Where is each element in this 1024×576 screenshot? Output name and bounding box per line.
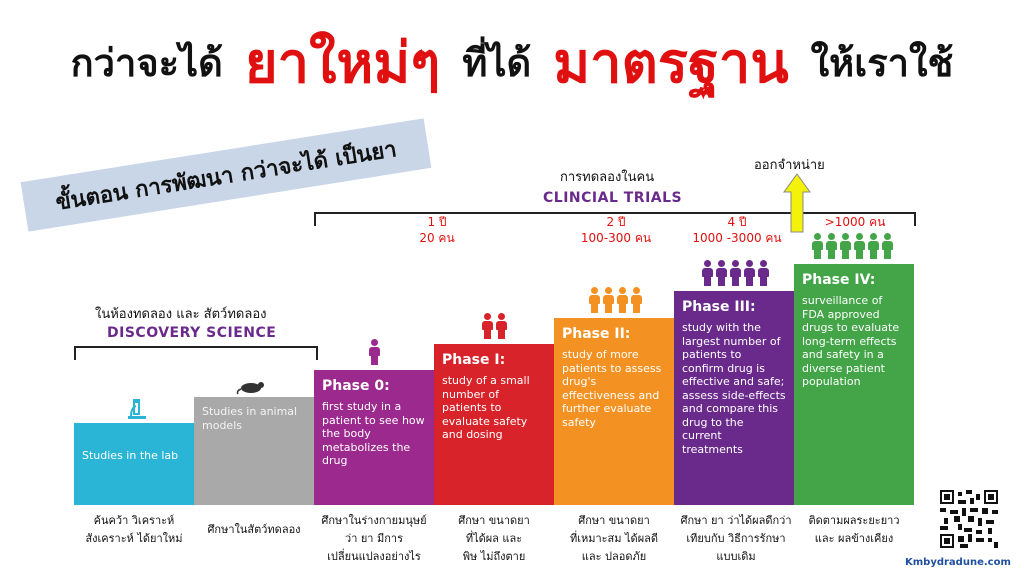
step-desc: first study in a patient to see how the … <box>322 400 425 467</box>
microscope-icon <box>128 399 146 419</box>
step-desc: surveillance of FDA approved drugs to ev… <box>802 294 900 388</box>
caption-line: ศึกษาในสัตว์ทดลอง <box>207 523 301 536</box>
step-desc: study of more patients to assess drug's … <box>562 348 662 429</box>
person-icon <box>867 233 879 259</box>
caption-line: เปลี่ยนแปลงอย่างไร <box>327 550 421 563</box>
people-group-phase-1 <box>480 313 508 339</box>
caption-line: ศึกษา ยา ว่าได้ผลดีกว่า <box>680 514 792 527</box>
caption-line: ว่า ยา มีการ <box>345 532 403 545</box>
duration-people: 100-300 คน <box>580 231 652 245</box>
step-animal: Studies in animal models <box>194 397 314 505</box>
people-group-phase-0 <box>367 339 381 365</box>
person-icon <box>368 339 380 365</box>
duration-phase-2: 2 ปี 100-300 คน <box>566 214 666 246</box>
people-group-phase-4 <box>810 233 894 259</box>
caption-line: ที่ได้ผล และ <box>465 532 523 545</box>
title-part-1: กว่าจะได้ <box>70 40 223 85</box>
person-icon <box>881 233 893 259</box>
release-label: ออกจำหน่าย <box>754 158 825 173</box>
phase-title: Phase I: <box>442 352 506 368</box>
people-group-phase-3 <box>700 260 770 286</box>
duration-phase-3: 4 ปี 1000 -3000 คน <box>682 214 792 246</box>
website-label: Kmbydradune.com <box>905 557 1011 568</box>
step-desc: Studies in animal models <box>202 405 298 432</box>
clinical-bracket <box>314 212 916 226</box>
step-phase-1: Phase I: study of a small number of pati… <box>434 344 554 505</box>
phase-title: Phase II: <box>562 326 631 342</box>
caption-line: และ ปลอดภัย <box>581 550 647 563</box>
title-part-2: ยาใหม่ๆ <box>244 30 441 96</box>
duration-phase-4: >1000 คน <box>800 214 910 230</box>
step-desc: study with the largest number of patient… <box>682 321 786 456</box>
caption-line: เทียบกับ วิธีการรักษา <box>686 532 786 545</box>
duration-people: 1000 -3000 คน <box>692 231 782 245</box>
person-icon <box>757 260 769 286</box>
caption-line: สังเคราะห์ ได้ยาใหม่ <box>85 532 183 545</box>
duration-years: 4 ปี <box>727 215 747 229</box>
caption-phase-2: ศึกษา ขนาดยา ที่เหมาะสม ได้ผลดี และ ปลอด… <box>554 512 674 566</box>
caption-line: ค้นคว้า วิเคราะห์ <box>93 514 175 527</box>
caption-phase-0: ศึกษาในร่างกายมนุษย์ ว่า ยา มีการ เปลี่ย… <box>314 512 434 566</box>
caption-lab: ค้นคว้า วิเคราะห์ สังเคราะห์ ได้ยาใหม่ <box>74 512 194 548</box>
title-part-4: มาตรฐาน <box>553 30 789 96</box>
person-icon <box>630 287 642 313</box>
mouse-icon <box>236 382 264 395</box>
duration-phase-1: 1 ปี 20 คน <box>392 214 482 246</box>
person-icon <box>729 260 741 286</box>
caption-phase-3: ศึกษา ยา ว่าได้ผลดีกว่า เทียบกับ วิธีการ… <box>674 512 798 566</box>
qr-code-icon <box>940 490 998 548</box>
caption-line: ศึกษา ขนาดยา <box>458 514 530 527</box>
caption-phase-4: ติดตามผลระยะยาว และ ผลข้างเคียง <box>794 512 914 548</box>
arrow-up-icon <box>783 173 811 233</box>
caption-animal: ศึกษาในสัตว์ทดลอง <box>194 521 314 539</box>
phase-title: Phase IV: <box>802 272 876 288</box>
title-part-3: ที่ได้ <box>462 40 532 85</box>
caption-line: ที่เหมาะสม ได้ผลดี <box>569 532 659 545</box>
caption-line: พิษ ไม่ถึงตาย <box>462 550 526 563</box>
banner-text: ขั้นตอน การพัฒนา กว่าจะได้ เป็นยา <box>53 136 399 216</box>
step-phase-4: Phase IV: surveillance of FDA approved d… <box>794 264 914 505</box>
step-desc: study of a small number of patients to e… <box>442 374 530 441</box>
step-phase-3: Phase III: study with the largest number… <box>674 291 794 505</box>
person-icon <box>825 233 837 259</box>
step-phase-2: Phase II: study of more patients to asse… <box>554 318 674 505</box>
page-title: กว่าจะได้ ยาใหม่ๆ ที่ได้ มาตรฐาน ให้เราใ… <box>0 22 1024 102</box>
title-part-5: ให้เราใช้ <box>810 40 954 85</box>
discovery-science-label: DISCOVERY SCIENCE <box>107 325 277 341</box>
duration-people: >1000 คน <box>824 215 886 229</box>
phase-title: Phase 0: <box>322 378 390 394</box>
person-icon <box>715 260 727 286</box>
person-icon <box>811 233 823 259</box>
person-icon <box>602 287 614 313</box>
caption-line: ศึกษาในร่างกายมนุษย์ <box>321 514 427 527</box>
caption-line: ติดตามผลระยะยาว <box>808 514 900 527</box>
people-group-phase-2 <box>587 287 643 313</box>
clinical-trials-label: CLINCIAL TRIALS <box>543 190 683 206</box>
caption-phase-1: ศึกษา ขนาดยา ที่ได้ผล และ พิษ ไม่ถึงตาย <box>434 512 554 566</box>
duration-years: 2 ปี <box>606 215 626 229</box>
person-icon <box>853 233 865 259</box>
discovery-bracket <box>74 346 318 360</box>
clinical-thai-label: การทดลองในคน <box>560 170 655 185</box>
person-icon <box>743 260 755 286</box>
step-desc: Studies in the lab <box>82 449 179 462</box>
caption-line: แบบเดิม <box>716 550 756 563</box>
person-icon <box>701 260 713 286</box>
caption-line: ศึกษา ขนาดยา <box>578 514 650 527</box>
caption-line: และ ผลข้างเคียง <box>814 532 894 545</box>
person-icon <box>481 313 493 339</box>
person-icon <box>839 233 851 259</box>
duration-people: 20 คน <box>419 231 455 245</box>
step-lab: Studies in the lab <box>74 423 194 505</box>
step-phase-0: Phase 0: first study in a patient to see… <box>314 370 434 505</box>
person-icon <box>495 313 507 339</box>
duration-years: 1 ปี <box>427 215 447 229</box>
person-icon <box>588 287 600 313</box>
phase-title: Phase III: <box>682 299 756 315</box>
discovery-thai-label: ในห้องทดลอง และ สัตว์ทดลอง <box>95 307 267 322</box>
person-icon <box>616 287 628 313</box>
